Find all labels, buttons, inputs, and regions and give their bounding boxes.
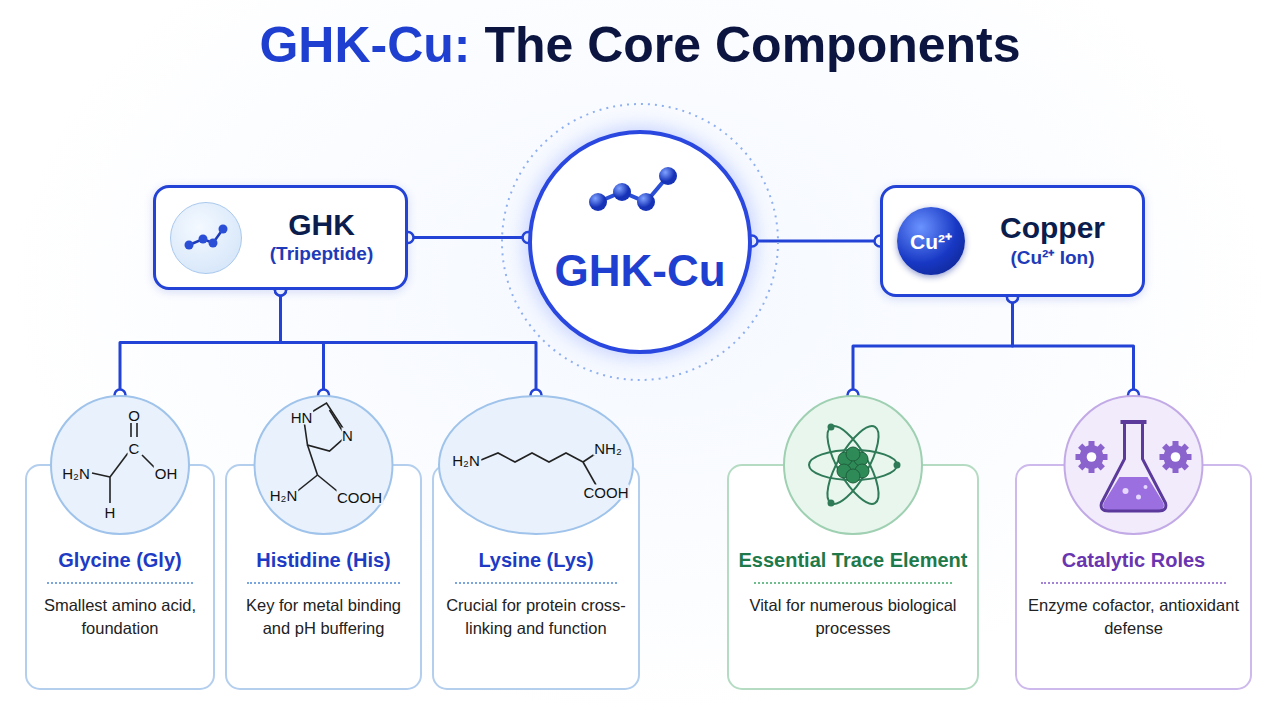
component-box: Cu²⁺ Copper(Cu²⁺ Ion) <box>880 185 1145 297</box>
box-subheading: (Tripeptide) <box>270 242 373 267</box>
card-illustration <box>481 452 598 485</box>
card-graphic <box>432 395 640 690</box>
dotted-divider <box>754 582 952 584</box>
atom-label: HN <box>290 410 314 425</box>
ion-symbol: Cu²⁺ <box>910 227 952 255</box>
dotted-divider <box>247 582 399 584</box>
card-title: Glycine (Gly) <box>58 549 181 572</box>
atom-label: O <box>127 408 141 423</box>
connector-line <box>853 297 1013 395</box>
dotted-divider <box>47 582 193 584</box>
card-graphic <box>1015 395 1252 690</box>
amino-acid-card: Glycine (Gly) Smallest amino acid, founda… <box>25 395 215 690</box>
text-column: Catalytic RolesEnzyme cofactor, antioxid… <box>1023 549 1244 640</box>
text-column: Lysine (Lys) Crucial for protein cross-li… <box>440 549 632 640</box>
atom-label: H₂N <box>451 453 481 468</box>
title-part: GHK-Cu: <box>259 17 470 73</box>
amino-acid-card: Histidine (His) Key for metal binding and… <box>225 395 422 690</box>
text-column: Essential Trace ElementVital for numerou… <box>735 549 971 640</box>
text-column: Histidine (His) Key for metal binding and… <box>233 549 414 640</box>
atom-label: C <box>128 441 141 456</box>
molecule-icon <box>181 221 231 255</box>
connector-line <box>752 240 880 243</box>
text-column: GHK(Tripeptide) <box>248 188 395 287</box>
component-icon: Cu²⁺ <box>897 207 965 275</box>
box-subheading: (Cu²⁺ Ion) <box>1010 246 1094 271</box>
dotted-divider <box>455 582 616 584</box>
card-description: Vital for numerous biological processes <box>735 594 971 640</box>
box-heading: Copper <box>1000 211 1105 246</box>
atom-label: NH₂ <box>593 441 623 456</box>
text-column: Copper(Cu²⁺ Ion) <box>973 188 1132 294</box>
connector-line <box>120 290 281 395</box>
amino-acid-card: Lysine (Lys) Crucial for protein cross-li… <box>432 395 640 690</box>
atom-label: COOH <box>583 485 630 500</box>
card-illustration <box>809 419 901 510</box>
central-circle: GHK-Cu <box>528 130 752 354</box>
connector-line <box>408 236 528 239</box>
card-title: Lysine (Lys) <box>478 549 593 572</box>
property-card: Catalytic RolesEnzyme cofactor, antioxid… <box>1015 395 1252 690</box>
component-icon <box>170 202 242 274</box>
atom-label: H₂N <box>269 488 299 503</box>
diagram-title: GHK-Cu: The Core Components <box>0 16 1280 74</box>
atom-label: OH <box>154 466 179 481</box>
card-description: Smallest amino acid, foundation <box>33 594 207 640</box>
box-heading: GHK <box>288 208 355 243</box>
central-label: GHK-Cu <box>532 246 748 296</box>
card-description: Key for metal binding and pH buffering <box>233 594 414 640</box>
card-illustration <box>1076 422 1192 511</box>
atom-label: H <box>104 505 117 520</box>
text-column: Glycine (Gly) Smallest amino acid, founda… <box>33 549 207 640</box>
card-graphic <box>727 395 979 690</box>
property-card: Essential Trace ElementVital for numerou… <box>727 395 979 690</box>
atom-label: H₂N <box>61 466 91 481</box>
card-graphic <box>25 395 215 690</box>
card-description: Enzyme cofactor, antioxidant defense <box>1023 594 1244 640</box>
card-title: Histidine (His) <box>256 549 390 572</box>
title-part: The Core Components <box>471 17 1021 73</box>
molecule-icon <box>528 130 752 354</box>
connector-line <box>281 290 537 395</box>
card-description: Crucial for protein cross-linking and fu… <box>440 594 632 640</box>
dotted-divider <box>1041 582 1227 584</box>
component-box: GHK(Tripeptide) <box>153 185 408 290</box>
card-title: Essential Trace Element <box>738 549 967 572</box>
connector-line <box>1013 297 1134 395</box>
card-graphic <box>225 395 422 690</box>
atom-label: N <box>341 428 354 443</box>
atom-label: COOH <box>336 490 383 505</box>
card-title: Catalytic Roles <box>1062 549 1205 572</box>
card-illustration <box>92 423 156 503</box>
